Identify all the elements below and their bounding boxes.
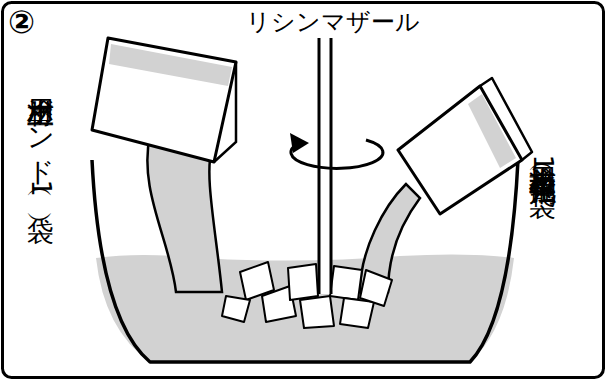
bag-edge (480, 78, 532, 160)
bag-edge (214, 62, 236, 162)
bag-contents (468, 94, 516, 168)
panel-frame (3, 3, 604, 378)
bond-bag (92, 38, 236, 162)
hardener-bag (398, 86, 522, 214)
bag-contents (109, 44, 232, 86)
tool-label: リシンマザール (246, 10, 420, 34)
step-number: ② (8, 6, 35, 38)
material-label: 上塗材用接着 強化剤（1袋） (528, 146, 558, 346)
arrow-head (290, 133, 309, 153)
mixer-shaft (330, 38, 333, 294)
material-label: 上塗材用ボンド （1袋） (26, 78, 56, 278)
mixer-paddles (222, 262, 392, 328)
mixed-liquid (96, 254, 514, 362)
